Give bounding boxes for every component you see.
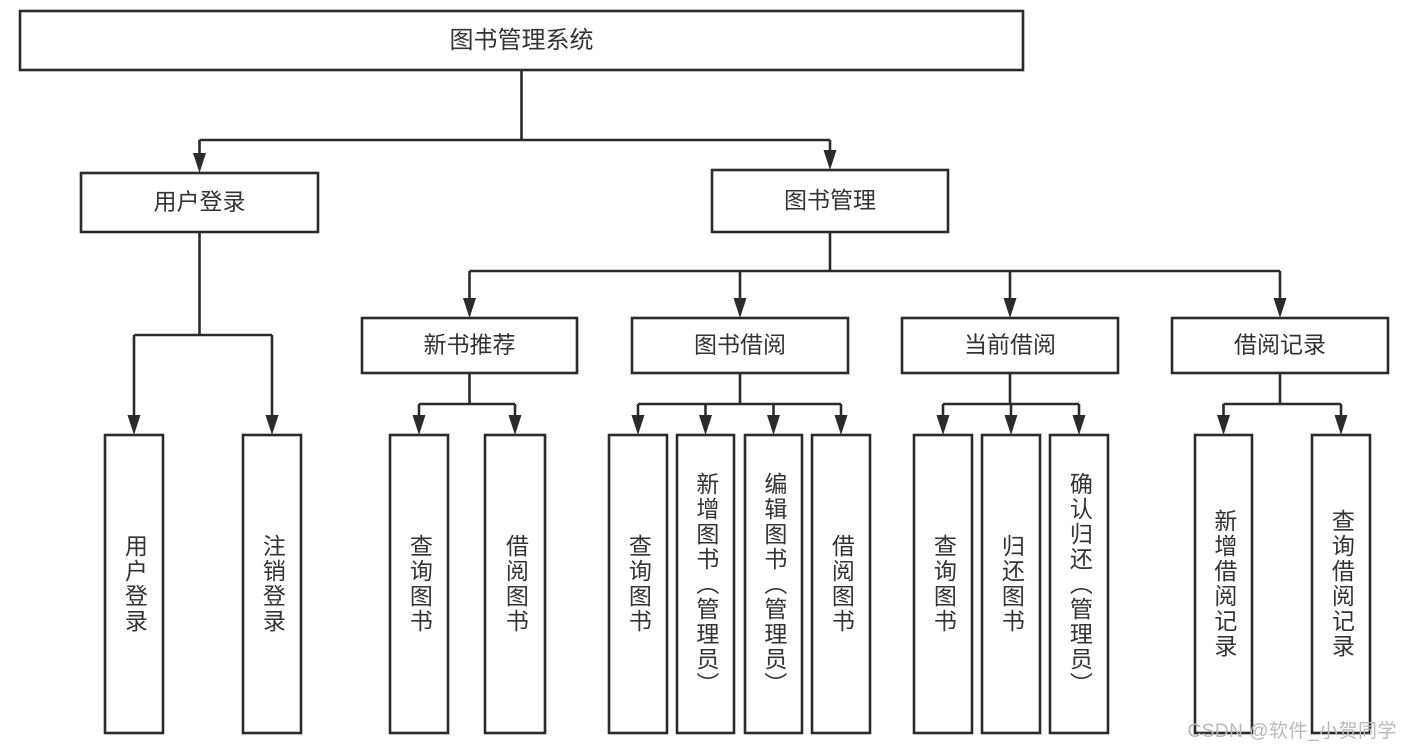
arrow-head-icon <box>1273 298 1287 318</box>
arrow-head-icon <box>823 150 837 170</box>
arrow-head-icon <box>1334 415 1348 435</box>
node-box-book-borrow[interactable] <box>630 316 850 375</box>
node-box-return-book[interactable] <box>980 433 1042 735</box>
node-box-book-management[interactable] <box>710 168 950 234</box>
node-label-book-management: 图书管理 <box>784 187 876 213</box>
node-box-root[interactable] <box>18 9 1025 72</box>
node-box-borrow-record[interactable] <box>1170 316 1390 375</box>
arrow-head-icon <box>1072 415 1086 435</box>
connector-layer <box>127 70 1348 435</box>
node-box-query-book-bb[interactable] <box>607 433 669 735</box>
node-box-borrow-book-nbr[interactable] <box>483 433 547 735</box>
arrow-head-icon <box>193 153 206 173</box>
node-label-root: 图书管理系统 <box>450 27 594 54</box>
node-box-borrow-book-bb[interactable] <box>810 433 872 735</box>
arrow-head-icon <box>1004 415 1018 435</box>
node-box-new-book-recommend[interactable] <box>360 316 579 375</box>
arrow-head-icon <box>1217 415 1230 435</box>
arrow-head-icon <box>463 298 476 318</box>
node-box-user-logout[interactable] <box>241 433 303 735</box>
node-box-query-borrow-record[interactable] <box>1310 433 1372 735</box>
arrow-head-icon <box>733 298 747 318</box>
node-box-current-borrow[interactable] <box>900 316 1120 375</box>
node-label-book-borrow: 图书借阅 <box>694 332 786 358</box>
node-label-borrow-record: 借阅记录 <box>1234 332 1326 358</box>
node-box-add-borrow-record[interactable] <box>1193 433 1254 735</box>
node-box-user-login[interactable] <box>79 171 320 234</box>
arrow-head-icon <box>767 415 780 435</box>
arrow-head-icon <box>265 415 279 435</box>
node-box-user-login-do[interactable] <box>103 433 165 735</box>
watermark-text: CSDN @软件_小贺同学 <box>1187 721 1397 742</box>
arrow-head-icon <box>127 415 141 435</box>
node-label-new-book-recommend: 新书推荐 <box>424 332 516 358</box>
arrow-head-icon <box>631 415 645 435</box>
arrow-head-icon <box>1003 298 1017 318</box>
node-box-confirm-return-admin[interactable] <box>1048 433 1110 735</box>
arrow-head-icon <box>936 415 950 435</box>
arrow-head-icon <box>508 415 522 435</box>
arrow-head-icon <box>412 415 426 435</box>
node-label-user-login: 用户登录 <box>154 189 246 215</box>
node-box-add-book-admin[interactable] <box>675 433 736 735</box>
arrow-head-icon <box>699 415 712 435</box>
node-box-query-book-nbr[interactable] <box>388 433 450 735</box>
node-box-edit-book-admin[interactable] <box>743 433 804 735</box>
node-box-query-book-cb[interactable] <box>912 433 974 735</box>
node-label-current-borrow: 当前借阅 <box>964 332 1056 358</box>
arrow-head-icon <box>834 415 848 435</box>
